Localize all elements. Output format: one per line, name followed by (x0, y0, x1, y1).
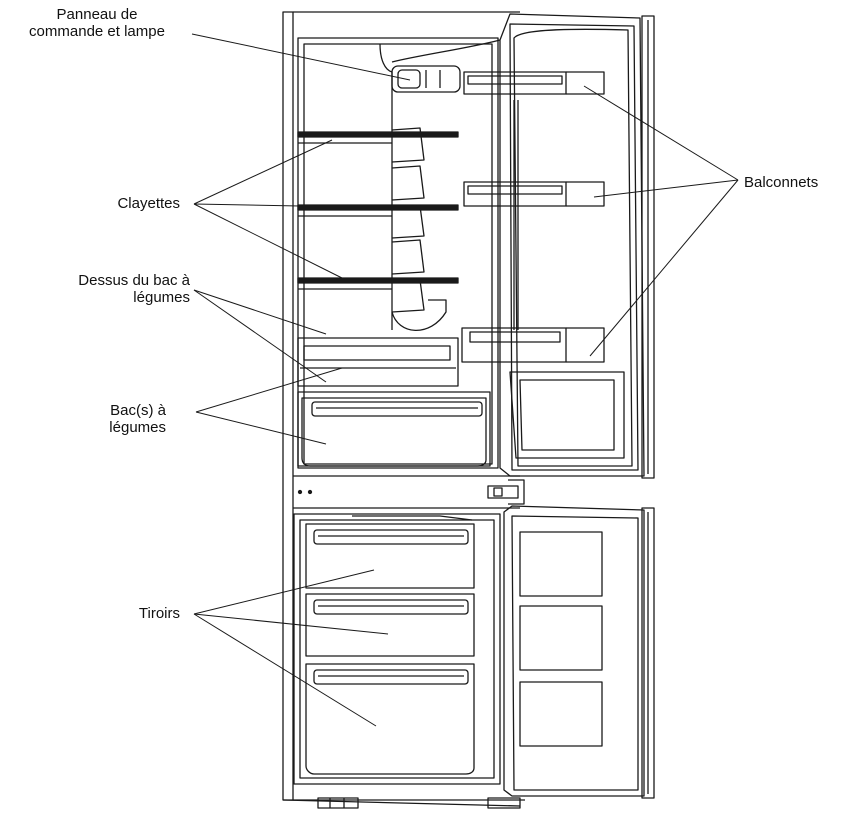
leader-shelf-3 (193, 203, 343, 279)
label-control-panel: Panneau de commande et lampe (29, 6, 165, 40)
leader-balcony-1 (583, 85, 739, 181)
label-shelves: Clayettes (117, 195, 180, 212)
door-balconies (461, 71, 625, 459)
leader-control-panel (191, 33, 411, 81)
cabinet-body (282, 11, 525, 807)
label-crisper: Bac(s) à légumes (109, 402, 166, 436)
crisper-cover (297, 337, 459, 387)
fridge-compartment (297, 37, 501, 469)
middle-divider (293, 475, 525, 509)
leader-lines (191, 33, 739, 727)
freezer-door (503, 505, 655, 799)
crisper-drawer (297, 391, 491, 467)
freezer-drawers (305, 523, 475, 775)
leader-shelf-2 (193, 203, 353, 208)
shelf-supports (391, 127, 447, 332)
leader-drawer-1 (193, 569, 375, 615)
leader-crisper-cover-1 (193, 289, 327, 335)
freezer-compartment (293, 513, 501, 785)
leader-crisper-2 (195, 411, 327, 445)
leader-balcony-2 (593, 179, 739, 198)
label-crisper-cover: Dessus du bac à légumes (78, 272, 190, 306)
glass-shelves (297, 131, 459, 290)
label-drawers: Tiroirs (138, 605, 180, 622)
control-panel-lamp (391, 65, 461, 93)
label-door-balconies: Balconnets (744, 174, 819, 191)
leader-drawer-2 (193, 613, 389, 635)
leader-crisper-1 (195, 367, 343, 413)
feet (317, 797, 521, 809)
upper-door (499, 13, 655, 479)
leader-shelf-1 (193, 139, 333, 205)
leader-drawer-3 (193, 613, 377, 727)
leader-crisper-cover-2 (193, 289, 327, 383)
leader-balcony-3 (589, 179, 739, 357)
